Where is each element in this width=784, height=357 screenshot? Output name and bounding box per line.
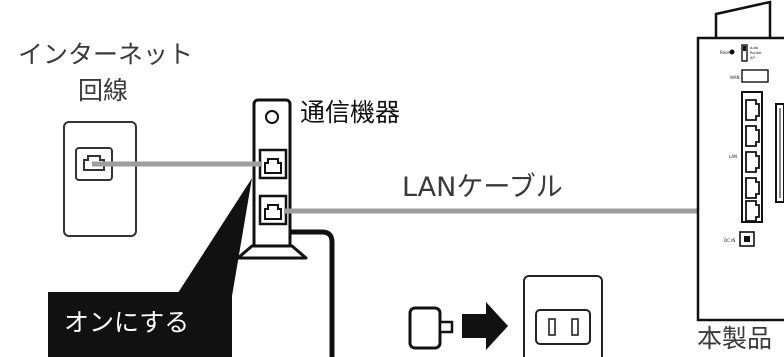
mode-ap-label: AP (750, 56, 755, 60)
lan-cable-label: LANケーブル (402, 172, 563, 203)
reset-label: Reset (720, 50, 732, 55)
ac-adapter (408, 306, 454, 350)
power-on-callout-text: オンにする (64, 308, 190, 337)
internet-line-label: インターネット (18, 40, 194, 69)
product-label: 本製品 (697, 324, 773, 353)
arrow-icon (462, 302, 508, 350)
wall-outlet (523, 275, 603, 357)
lan-port-label: LAN (729, 154, 737, 159)
callout-box (48, 292, 232, 357)
mode-auto-label: Auto (750, 46, 758, 50)
mode-router-label: Router (750, 51, 762, 55)
callout-pointer (176, 178, 252, 296)
power-cord (290, 229, 335, 357)
wan-port-label: WAN (730, 75, 739, 80)
wall-jack-plate (63, 121, 137, 237)
device-label: 通信機器 (300, 98, 401, 127)
internet-line-label-2: 回線 (78, 76, 129, 105)
modem-device (236, 98, 308, 260)
dcin-label: DC IN (724, 238, 735, 243)
router-product (696, 0, 784, 322)
